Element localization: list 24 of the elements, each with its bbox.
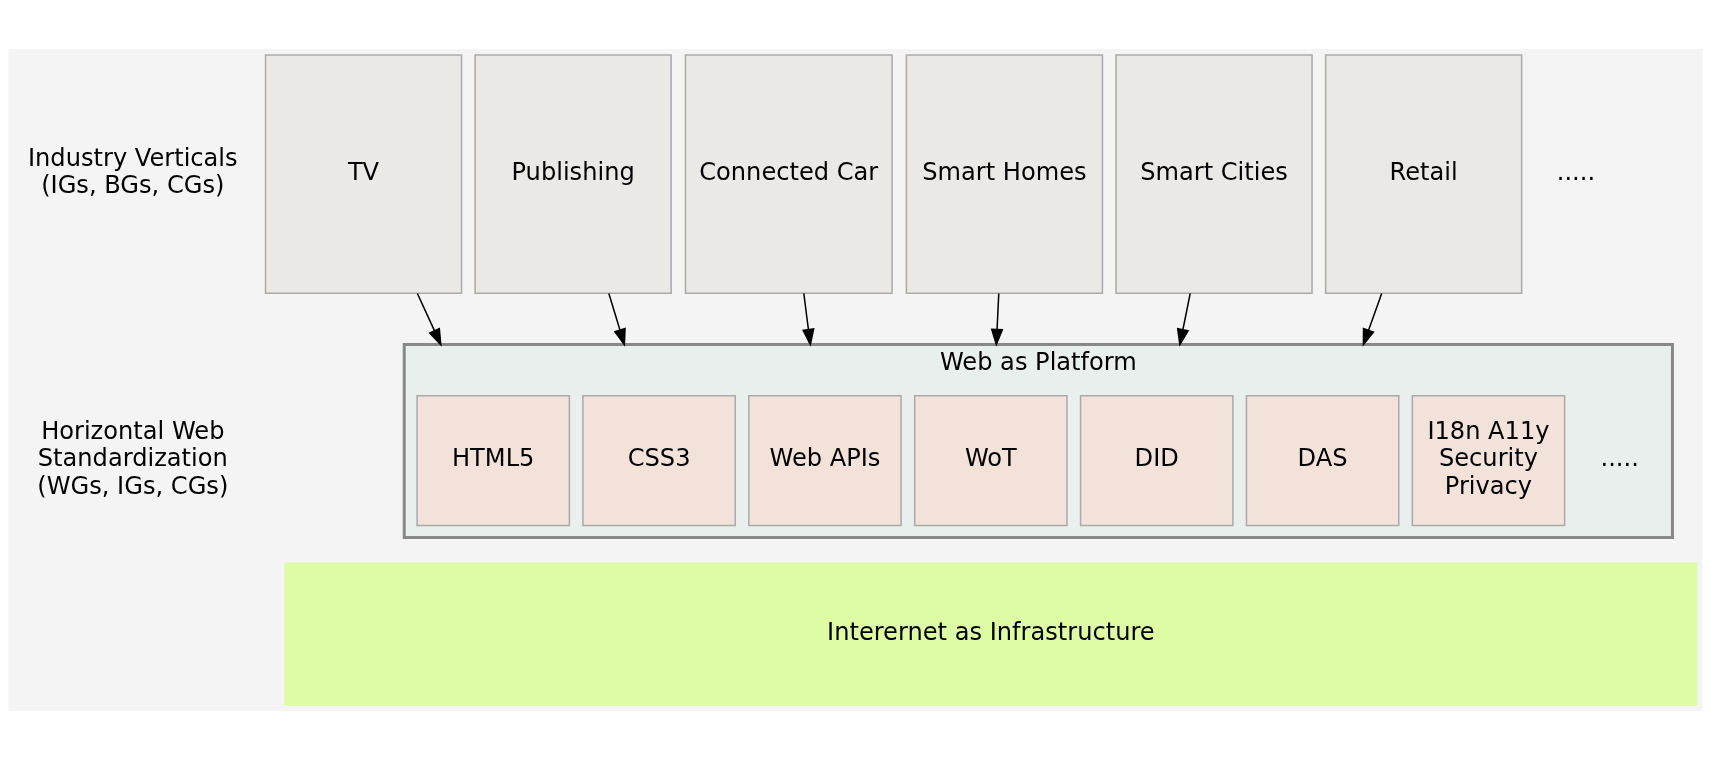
label: Horizontal Web Standardization (WGs, IGs, CGs) [37, 417, 229, 500]
node-box: Connected Car [684, 54, 893, 295]
node-box: Retail [1324, 54, 1523, 295]
arrow [990, 292, 1004, 347]
node-box: WoT [913, 395, 1068, 527]
node-box: Web APIs [748, 395, 902, 527]
arrow [608, 292, 626, 347]
arrow [802, 292, 815, 347]
node-box: CSS3 [582, 395, 736, 527]
arrow [1362, 292, 1383, 347]
node-box: DAS [1245, 395, 1400, 527]
label: Industry Verticals (IGs, BGs, CGs) [27, 144, 238, 200]
label: ..... [1600, 444, 1639, 473]
node-box: I18n A11y Security Privacy [1411, 395, 1566, 527]
arrow [1176, 292, 1191, 347]
node-box: Smart Homes [905, 54, 1104, 295]
node-box: DID [1079, 395, 1234, 527]
node-box: TV [264, 54, 463, 295]
label: ..... [1556, 157, 1596, 186]
node-box: Interernet as Infrastructure [284, 562, 1698, 706]
node-box: Smart Cities [1115, 54, 1313, 295]
arrow [416, 292, 442, 347]
node-box: Publishing [474, 54, 672, 295]
node-box: HTML5 [416, 395, 571, 527]
